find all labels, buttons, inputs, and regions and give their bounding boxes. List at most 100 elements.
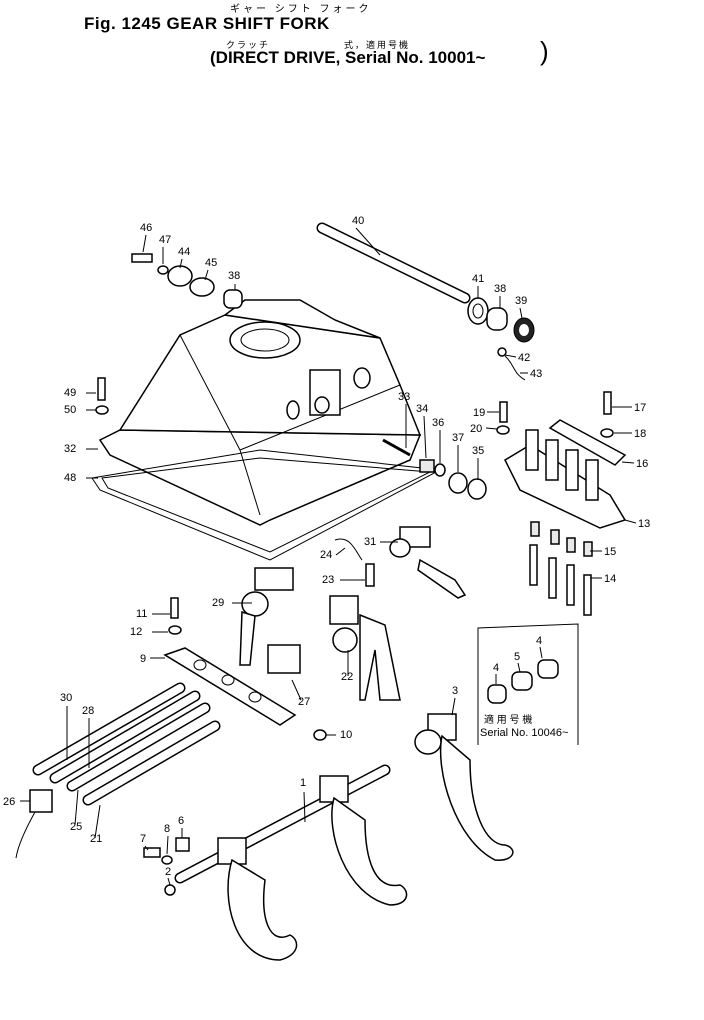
callout-leader: [142, 234, 147, 253]
washer-47-part: [157, 265, 169, 275]
callout-label: 29: [212, 597, 224, 609]
oring-37-part: [448, 472, 468, 494]
callout-label: 1: [300, 777, 306, 789]
callout-leader: [423, 415, 427, 459]
callout-44: 44: [178, 246, 190, 269]
washer-36-part: [434, 463, 446, 477]
callout-label: 50: [64, 404, 76, 416]
callout-label: 43: [530, 368, 542, 380]
callout-25: 25: [70, 789, 82, 833]
callout-27: 27: [291, 679, 310, 708]
callout-label: 11: [136, 608, 147, 620]
rails-part: [32, 682, 221, 806]
callout-21: 21: [90, 804, 102, 845]
bolt-23-part: [365, 563, 375, 587]
callout-label: 41: [472, 273, 484, 285]
callout-label: 8: [164, 823, 170, 835]
callout-label: 13: [638, 518, 650, 530]
callout-label: 9: [140, 653, 146, 665]
callout-label: 26: [3, 796, 15, 808]
callout-leader: [179, 258, 183, 269]
callout-label: 47: [159, 234, 171, 246]
fork-29-part: [239, 567, 294, 666]
callout-leader: [144, 845, 149, 851]
callout-label: 34: [416, 403, 428, 415]
inset-serial: Serial No. 10046~: [480, 727, 568, 739]
subtitle-kana-a: クラッチ: [226, 40, 271, 50]
callout-8: 8: [164, 823, 170, 855]
callout-label: 33: [398, 391, 410, 403]
callout-17: 17: [612, 402, 646, 414]
callout-28: 28: [82, 705, 94, 768]
callout-label: 32: [64, 443, 76, 455]
washer-12-part: [168, 625, 182, 635]
callout-19: 19: [473, 407, 499, 419]
bolt-17-part: [603, 391, 612, 415]
bushing-38a-part: [223, 289, 243, 309]
detent-14-15-part: [529, 521, 593, 616]
pin-10-part: [313, 729, 327, 741]
callout-4: 4: [493, 662, 499, 684]
callout-47: 47: [159, 234, 171, 264]
callout-leader: [291, 679, 302, 701]
callout-label: 14: [604, 573, 616, 585]
callout-label: 15: [604, 546, 616, 558]
callout-1: 1: [300, 777, 306, 823]
callout-label: 40: [352, 215, 364, 227]
callout-38: 38: [228, 270, 240, 290]
title-kana: ギャー シフト フォーク: [230, 4, 372, 15]
callout-leader: [166, 835, 169, 855]
callout-leader: [504, 354, 517, 358]
callout-23: 23: [322, 574, 365, 586]
washer-8-part: [161, 855, 173, 865]
callout-label: 28: [82, 705, 94, 717]
gasket-part: [91, 449, 442, 561]
callout-46: 46: [140, 222, 152, 253]
callout-49: 49: [64, 387, 96, 399]
callout-10: 10: [326, 729, 352, 741]
subtitle-kana-b: 式，適用号機: [344, 40, 411, 50]
callout-11: 11: [136, 608, 170, 620]
callout-label: 39: [515, 295, 527, 307]
callout-label: 37: [452, 432, 464, 444]
bolt-11-part: [170, 597, 179, 619]
callout-leader: [335, 547, 346, 556]
rod-40-part: [316, 222, 471, 304]
callout-29: 29: [212, 597, 252, 609]
callout-label: 48: [64, 472, 76, 484]
callout-16: 16: [621, 458, 648, 470]
callout-leader: [517, 662, 521, 673]
plate-16-part: [548, 419, 627, 466]
callout-label: 19: [473, 407, 485, 419]
callout-label: 38: [494, 283, 506, 295]
callout-label: 31: [364, 536, 376, 548]
inset-kana: 適 用 号 機: [484, 713, 532, 726]
callout-31: 31: [364, 536, 398, 548]
callout-24: 24: [320, 547, 346, 561]
callout-leader: [303, 791, 306, 823]
callout-50: 50: [64, 404, 96, 416]
callout-label: 6: [178, 815, 184, 827]
callout-label: 4: [493, 662, 499, 674]
callout-3: 3: [451, 685, 458, 716]
callout-label: 18: [634, 428, 646, 440]
callout-36: 36: [432, 417, 444, 463]
callout-14: 14: [590, 573, 616, 585]
callout-label: 16: [636, 458, 648, 470]
callout-48: 48: [64, 472, 98, 484]
callout-label: 30: [60, 692, 72, 704]
callout-35: 35: [472, 445, 484, 480]
fork-3-part: [414, 713, 514, 861]
callout-leader: [451, 697, 456, 716]
callout-label: 35: [472, 445, 484, 457]
seal-41-part: [467, 297, 489, 325]
bolt-46-part: [131, 253, 153, 263]
callout-label: 5: [514, 651, 520, 663]
bolt-7-part: [143, 847, 161, 858]
callout-12: 12: [130, 626, 168, 638]
callout-42: 42: [504, 352, 530, 364]
callout-leader: [624, 519, 637, 524]
callout-label: 44: [178, 246, 190, 258]
